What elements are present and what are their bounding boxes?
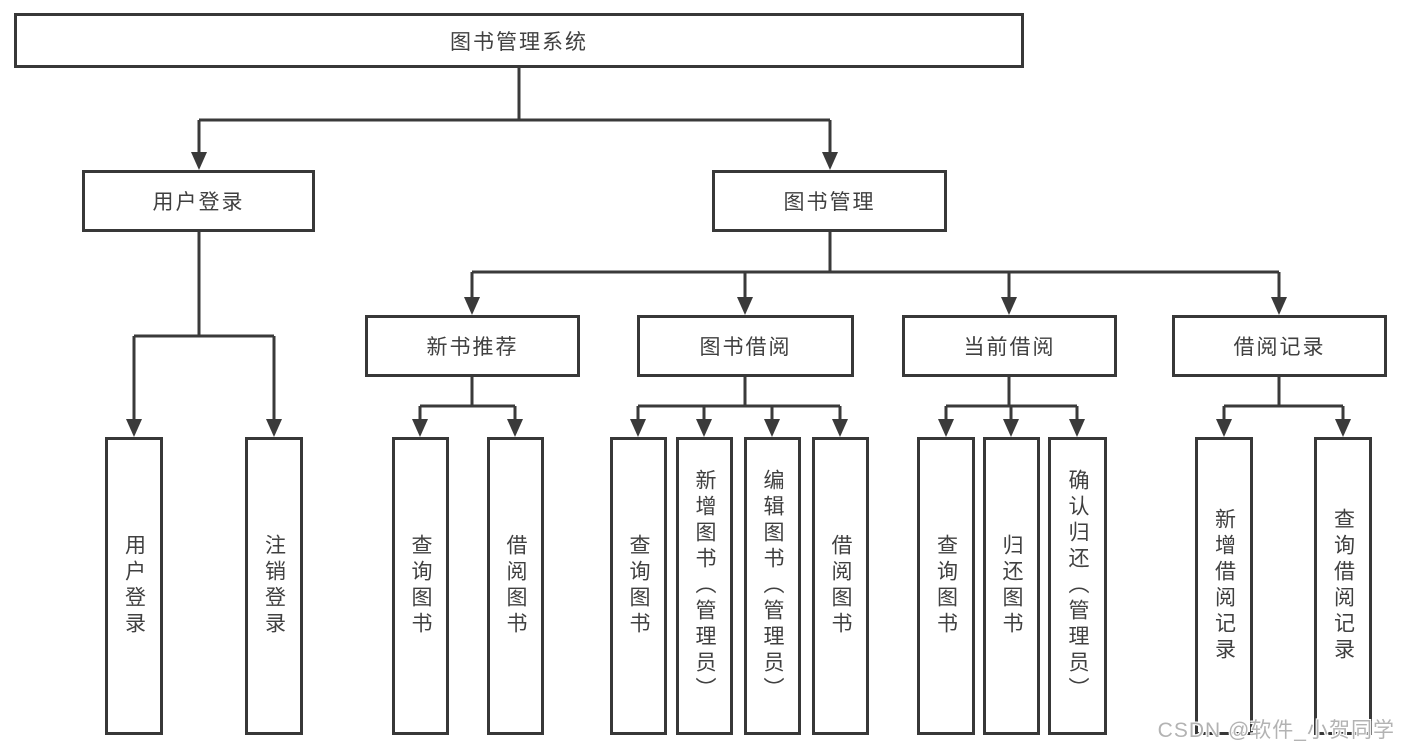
- leaf-label: 注销登录: [262, 534, 286, 638]
- leaf-label: 归还图书: [1000, 534, 1023, 638]
- arrowheads: [126, 152, 1351, 437]
- leaf-label: 借阅图书: [829, 534, 852, 638]
- node-user-login: 用户登录: [82, 170, 315, 232]
- leaf-confirm-return-admin: 确认归还（管理员）: [1048, 437, 1107, 735]
- csdn-watermark: CSDN @软件_小贺同学: [1157, 719, 1395, 742]
- leaf-label: 新增图书（管理员）: [693, 469, 716, 703]
- leaf-borrow-books-2: 借阅图书: [812, 437, 869, 735]
- node-label: 借阅记录: [1233, 336, 1326, 359]
- leaf-label: 查询借阅记录: [1331, 508, 1355, 664]
- node-borrow-records: 借阅记录: [1172, 315, 1387, 377]
- leaf-query-borrow-record: 查询借阅记录: [1314, 437, 1372, 735]
- leaf-label: 新增借阅记录: [1212, 508, 1236, 664]
- leaf-query-books-3: 查询图书: [917, 437, 975, 735]
- leaf-label: 确认归还（管理员）: [1066, 469, 1089, 703]
- node-new-book-recommend: 新书推荐: [365, 315, 580, 377]
- leaf-logout: 注销登录: [245, 437, 303, 735]
- leaf-borrow-books-1: 借阅图书: [487, 437, 544, 735]
- leaf-label: 查询图书: [627, 534, 650, 638]
- node-book-management: 图书管理: [712, 170, 947, 232]
- leaf-label: 借阅图书: [504, 534, 527, 638]
- leaf-edit-books-admin: 编辑图书（管理员）: [744, 437, 801, 735]
- node-book-borrow: 图书借阅: [637, 315, 854, 377]
- leaf-label: 编辑图书（管理员）: [761, 469, 784, 703]
- leaf-label: 查询图书: [934, 534, 958, 638]
- node-label: 新书推荐: [426, 336, 519, 359]
- node-label: 图书管理系统: [450, 30, 588, 54]
- leaf-query-books-2: 查询图书: [610, 437, 667, 735]
- leaf-add-borrow-record: 新增借阅记录: [1195, 437, 1253, 735]
- node-label: 当前借阅: [963, 336, 1056, 359]
- node-label: 用户登录: [152, 191, 245, 214]
- leaf-add-books-admin: 新增图书（管理员）: [676, 437, 733, 735]
- node-root-system: 图书管理系统: [14, 13, 1024, 68]
- leaf-label: 用户登录: [122, 534, 146, 638]
- node-label: 图书借阅: [699, 336, 792, 359]
- node-label: 图书管理: [783, 191, 876, 214]
- leaf-query-books-1: 查询图书: [392, 437, 449, 735]
- leaf-label: 查询图书: [409, 534, 432, 638]
- leaf-return-books: 归还图书: [983, 437, 1040, 735]
- leaf-user-login: 用户登录: [105, 437, 163, 735]
- node-current-borrow: 当前借阅: [902, 315, 1117, 377]
